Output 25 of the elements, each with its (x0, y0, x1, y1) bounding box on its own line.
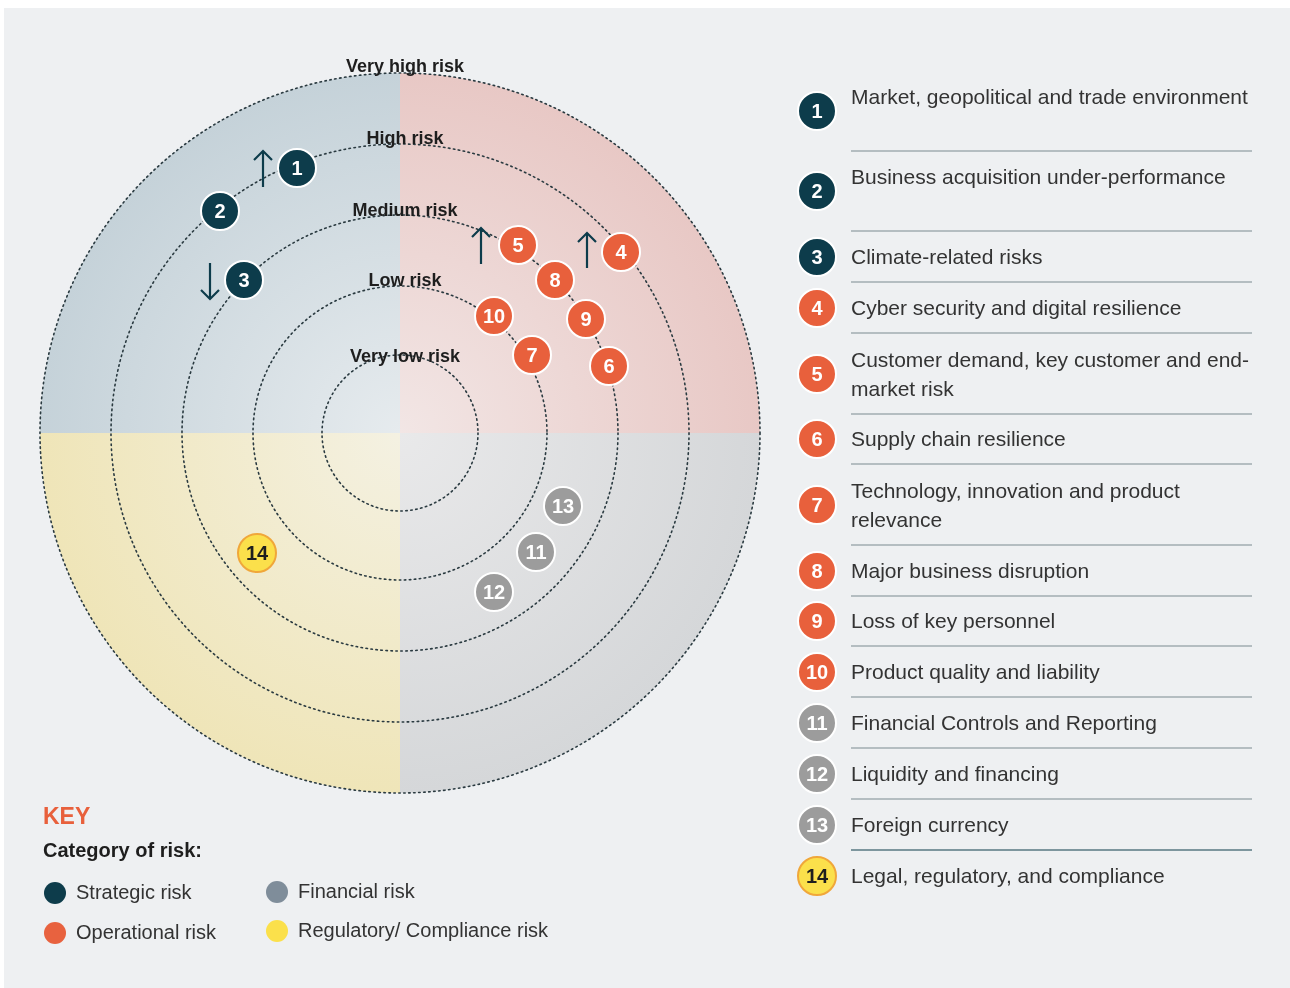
key-subheading: Category of risk: (43, 839, 202, 862)
risk-description: Legal, regulatory, and compliance (851, 863, 1166, 889)
key-heading: KEY (43, 803, 91, 830)
risk-description: Business acquisition under-performance (851, 164, 1227, 190)
ring-label: Medium risk (352, 200, 458, 221)
risk-description: Technology, innovation and product relevance (851, 478, 1181, 533)
risk-description: Climate-related risks (851, 244, 1044, 270)
legend-label: Strategic risk (76, 881, 192, 904)
legend-label: Operational risk (76, 921, 217, 944)
risk-description: Customer demand, key customer and end-market risk (851, 347, 1251, 402)
risk-description: Liquidity and financing (851, 761, 1060, 787)
ring-label: High risk (366, 128, 444, 149)
risk-description: Major business disruption (851, 558, 1091, 584)
risk-description: Cyber security and digital resilience (851, 295, 1183, 321)
risk-description: Supply chain resilience (851, 426, 1067, 452)
legend-label: Financial risk (298, 880, 415, 903)
risk-description: Financial Controls and Reporting (851, 710, 1158, 736)
ring-label: Very high risk (345, 56, 465, 77)
risk-description: Product quality and liability (851, 659, 1101, 685)
ring-label: Very low risk (349, 346, 461, 367)
legend-label: Regulatory/ Compliance risk (298, 919, 549, 942)
risk-description: Market, geopolitical and trade environment (851, 84, 1249, 110)
ring-label: Low risk (368, 270, 442, 291)
risk-description: Foreign currency (851, 812, 1010, 838)
risk-description: Loss of key personnel (851, 608, 1057, 634)
